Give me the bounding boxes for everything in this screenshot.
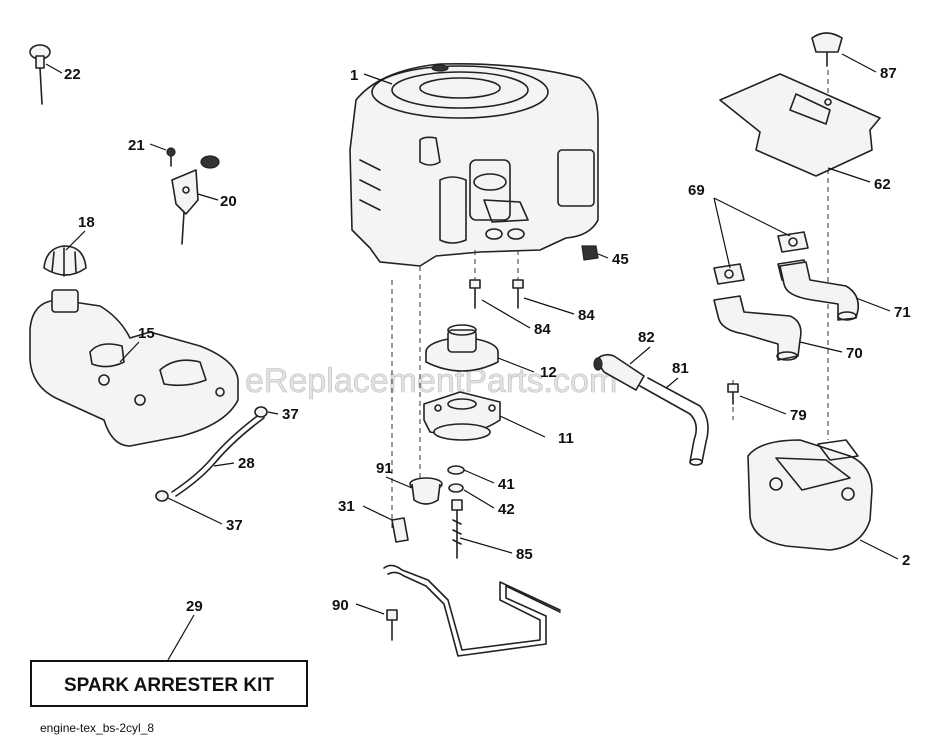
part-70-exhaust-elbow	[713, 295, 802, 361]
part-37-clamp-upper	[254, 406, 268, 418]
part-90-bolt	[386, 609, 398, 641]
part-42-lockwasher	[448, 483, 464, 493]
part-1-engine	[349, 62, 599, 267]
callout-91: 91	[376, 460, 393, 477]
part-45-plug	[581, 245, 599, 261]
diagram-file-label: engine-tex_bs-2cyl_8	[40, 721, 154, 735]
callout-45: 45	[612, 251, 629, 268]
callout-21: 21	[128, 137, 145, 154]
part-85-bolt	[451, 499, 463, 559]
callout-42: 42	[498, 501, 515, 518]
part-82-exhaust-pipe	[593, 353, 645, 391]
spark-arrester-kit-box: SPARK ARRESTER KIT	[30, 660, 308, 707]
callout-37-lower: 37	[226, 517, 243, 534]
part-31-spacer	[391, 517, 409, 543]
part-69-gasket-b	[713, 263, 745, 285]
callout-82: 82	[638, 329, 655, 346]
part-81-tube	[639, 377, 709, 466]
callout-20: 20	[220, 193, 237, 210]
callout-labels: 1 2 11 12 15 18 20 21 22 28 29 31 37 37 …	[64, 65, 911, 615]
callout-18: 18	[78, 214, 95, 231]
callout-15: 15	[138, 325, 155, 342]
part-21-screw	[166, 147, 176, 167]
callout-22: 22	[64, 66, 81, 83]
clutch-bracket-rod	[383, 564, 561, 657]
callout-85: 85	[516, 546, 533, 563]
leader-lines	[45, 53, 899, 661]
part-15-fuel-tank	[29, 289, 239, 447]
callout-62: 62	[874, 176, 891, 193]
part-20-throttle-bracket	[171, 155, 220, 245]
callout-90: 90	[332, 597, 349, 614]
part-18-fuel-cap	[43, 245, 87, 277]
part-28-fuel-line	[171, 413, 265, 497]
part-71-exhaust-elbow	[779, 261, 860, 321]
callout-1: 1	[350, 67, 358, 84]
part-84-bolt-right	[512, 279, 524, 309]
callout-81: 81	[672, 360, 689, 377]
watermark-text: eReplacementParts.com	[245, 362, 617, 400]
part-69-gasket-a	[777, 231, 809, 253]
spark-arrester-kit-label: SPARK ARRESTER KIT	[64, 675, 274, 696]
callout-84-left: 84	[534, 321, 551, 338]
part-84-bolt-left	[469, 279, 481, 309]
callout-12: 12	[540, 364, 557, 381]
callout-29: 29	[186, 598, 203, 615]
part-79-screw	[727, 383, 739, 405]
callout-79: 79	[790, 407, 807, 424]
callout-37-upper: 37	[282, 406, 299, 423]
part-2-muffler	[747, 439, 873, 551]
part-11-clutch	[423, 391, 501, 441]
callout-2: 2	[902, 552, 910, 569]
callout-70: 70	[846, 345, 863, 362]
part-37-clamp-lower	[155, 490, 169, 502]
part-12-pulley	[425, 324, 499, 372]
part-91-bushing	[409, 477, 443, 505]
part-87-knob	[811, 32, 843, 67]
part-62-heat-shield	[719, 73, 881, 177]
part-22-dipstick	[29, 44, 51, 105]
callout-41: 41	[498, 476, 515, 493]
callout-11: 11	[558, 430, 574, 447]
callout-31: 31	[338, 498, 355, 515]
callout-84-right: 84	[578, 307, 595, 324]
callout-28: 28	[238, 455, 255, 472]
callout-87: 87	[880, 65, 897, 82]
part-41-washer	[447, 465, 465, 475]
callout-71: 71	[894, 304, 911, 321]
callout-69: 69	[688, 182, 705, 199]
